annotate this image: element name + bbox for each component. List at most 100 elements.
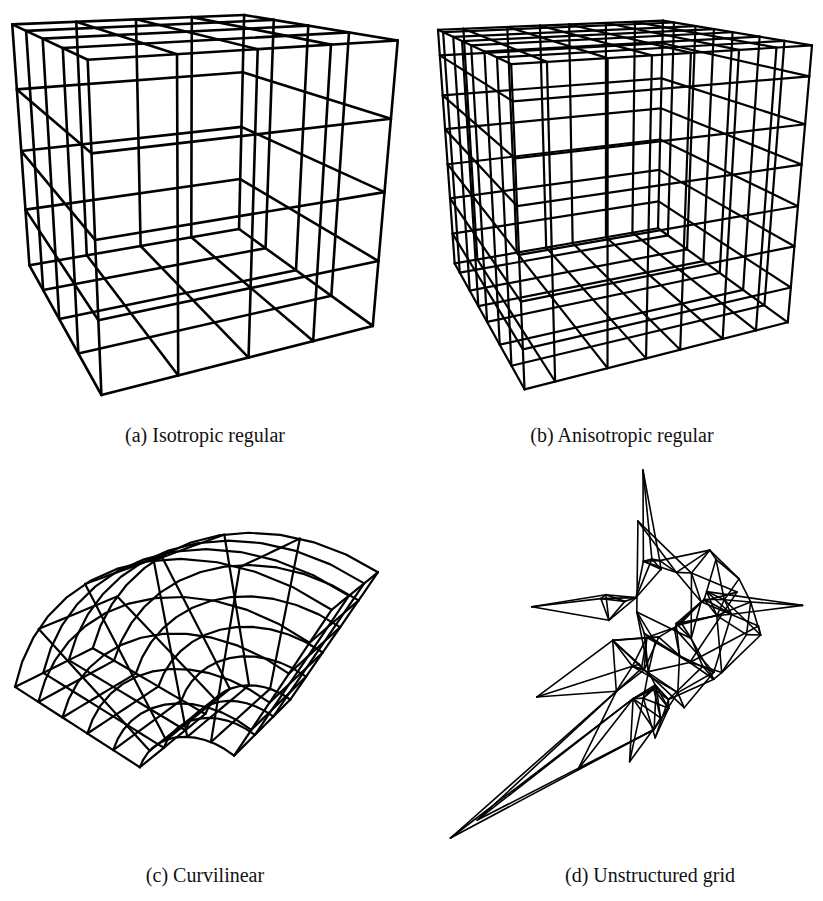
grid-line	[136, 19, 141, 246]
grid-line	[471, 32, 732, 45]
grid-line	[732, 605, 803, 614]
grid-line	[239, 229, 373, 326]
grid-line	[136, 19, 258, 49]
grid-line	[764, 41, 784, 306]
grid-line	[639, 664, 644, 670]
grid-line	[313, 45, 331, 341]
grid-line	[613, 640, 640, 664]
grid-line	[690, 626, 759, 662]
grid-line	[739, 579, 751, 602]
grid-line	[477, 691, 616, 820]
grid-line	[15, 648, 93, 687]
grid-line	[211, 567, 240, 742]
grid-line	[547, 62, 555, 382]
grid-line	[517, 253, 608, 368]
grid-line	[690, 592, 737, 662]
grid-line	[643, 689, 653, 698]
grid-line	[190, 17, 193, 237]
grid-line	[525, 322, 788, 389]
grid-line	[681, 623, 691, 639]
grid-line	[724, 600, 750, 602]
grid-line	[266, 20, 274, 248]
grid-line	[690, 573, 692, 638]
grid-line	[637, 521, 638, 612]
grid-line	[240, 539, 300, 568]
grid-line	[443, 95, 515, 158]
grid-line	[710, 550, 739, 579]
grid-line	[438, 30, 511, 64]
grid-line	[654, 687, 657, 689]
grid-line	[85, 556, 162, 584]
grid-line	[633, 685, 655, 699]
grid-line	[660, 140, 798, 207]
caption-wrap: (b) Anisotropic regular	[530, 424, 713, 447]
grid-line	[668, 23, 674, 236]
grid-line	[448, 164, 519, 255]
grid-line	[12, 24, 87, 59]
grid-line	[244, 15, 398, 40]
grid-line	[720, 32, 733, 273]
grid-line	[443, 78, 662, 95]
grid-line	[613, 640, 644, 670]
grid-line	[440, 55, 513, 101]
grid-line	[532, 595, 606, 607]
grid-line	[192, 17, 331, 45]
grid-line	[69, 541, 364, 661]
grid-line	[609, 601, 625, 620]
grid-line	[632, 664, 639, 666]
grid-line	[463, 29, 477, 260]
figure-caption: (a) Isotropic regular	[125, 424, 285, 447]
grid-line	[234, 700, 290, 756]
grid-line	[638, 521, 676, 572]
grid-line	[177, 54, 178, 375]
grid-line	[453, 201, 659, 233]
grid-line	[654, 689, 661, 718]
grid-line	[613, 640, 617, 691]
grid-figure	[451, 470, 803, 838]
grid-line	[606, 595, 625, 602]
grid-line	[707, 592, 803, 606]
grid-line	[687, 26, 695, 249]
grid-line	[616, 670, 644, 691]
grid-line	[691, 573, 701, 602]
grid-line	[101, 326, 372, 395]
grid-line	[636, 569, 661, 597]
grid-line	[239, 15, 244, 229]
grid-line	[606, 595, 609, 621]
grid-figure	[12, 15, 398, 395]
grid-line	[724, 600, 760, 635]
grid-line	[29, 265, 101, 395]
grid-figure	[15, 533, 378, 768]
grid-line	[691, 573, 737, 592]
grid-line	[21, 151, 95, 240]
grid-line	[39, 596, 118, 629]
grid-line	[17, 72, 243, 89]
grid-line	[150, 699, 215, 751]
grid-line	[632, 233, 756, 331]
grid-line	[251, 677, 306, 730]
grid-line	[644, 670, 684, 708]
grid-line	[532, 607, 609, 620]
grid-line	[613, 640, 633, 666]
grid-line	[788, 45, 812, 322]
grid-line	[270, 652, 323, 702]
grid-line	[678, 656, 680, 693]
grid-line	[648, 662, 689, 671]
figure-caption: (c) Curvilinear	[146, 864, 264, 887]
grid-line	[443, 32, 460, 272]
grid-line	[240, 179, 378, 261]
grid-line	[117, 596, 215, 699]
grid-line	[662, 78, 806, 124]
grid-line	[249, 49, 258, 357]
grid-line	[234, 610, 331, 756]
grid-line	[632, 22, 635, 233]
grid-line	[578, 691, 616, 769]
grid-line	[507, 27, 516, 253]
grid-line	[450, 170, 659, 198]
grid-line	[140, 737, 234, 767]
grid-line	[289, 627, 340, 673]
grid-line	[630, 699, 633, 762]
grid-line	[663, 21, 812, 46]
grid-line	[477, 260, 555, 382]
